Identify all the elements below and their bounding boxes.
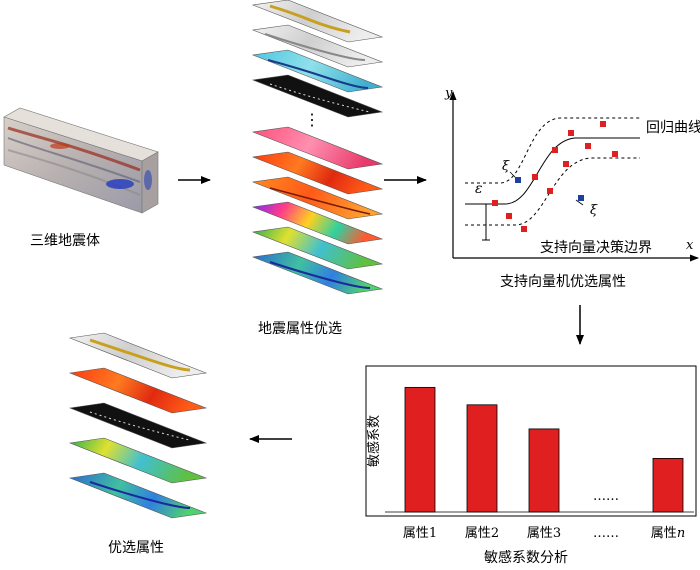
lower-margin-curve: [465, 157, 640, 226]
xi-pointer-right: [575, 199, 584, 206]
sensitivity-tick-labels: 属性1 属性2 属性3 …… 属性n: [403, 526, 685, 541]
regression-curve-label: 回归曲线: [646, 119, 700, 136]
svm-title: 支持向量机优选属性: [500, 274, 626, 290]
sensitivity-bar: [404, 386, 436, 513]
attribute-selection-label: 地震属性优选: [258, 321, 342, 337]
upper-margin-curve: [465, 117, 640, 184]
sensitivity-title: 敏感系数分析: [484, 549, 568, 566]
sensitivity-bar: [652, 457, 684, 513]
volume-label: 三维地震体: [30, 233, 100, 249]
decision-boundary-label: 支持向量决策边界: [540, 239, 652, 256]
svm-red-points: [492, 121, 618, 232]
regression-curve: [465, 137, 640, 205]
sensitivity-tick-label: 属性2: [465, 526, 499, 541]
xi-label-left: ξ: [502, 159, 510, 174]
sensitivity-tick-label: 属性n: [651, 526, 685, 541]
optimized-attributes-label: 优选属性: [108, 540, 164, 556]
optimized-slice-stack: [68, 332, 208, 519]
sensitivity-tick-label: 属性1: [403, 526, 437, 541]
svm-plot: y x ε ξ ξ 回归曲线 支持向量决: [444, 86, 700, 262]
sensitivity-tick-label: 属性3: [527, 526, 561, 541]
xi-label-right: ξ: [590, 203, 598, 218]
sensitivity-bar: [466, 404, 498, 513]
sensitivity-bar-ellipsis: ……: [593, 489, 619, 504]
stack-ellipsis: ⋮: [304, 110, 320, 129]
sensitivity-chart-frame: [365, 365, 697, 517]
sensitivity-bars: ……: [404, 386, 684, 513]
attribute-slice-stack: ⋮: [251, 0, 384, 295]
seismic-volume-image: [3, 107, 159, 214]
svm-blue-points: [515, 177, 584, 201]
sensitivity-ylabel: 敏感系数: [366, 415, 382, 467]
sensitivity-tick-label: ……: [593, 526, 619, 541]
epsilon-label: ε: [475, 181, 483, 197]
svm-x-axis-label: x: [686, 238, 694, 253]
svm-y-axis-label: y: [444, 86, 453, 101]
sensitivity-bar: [528, 428, 560, 513]
